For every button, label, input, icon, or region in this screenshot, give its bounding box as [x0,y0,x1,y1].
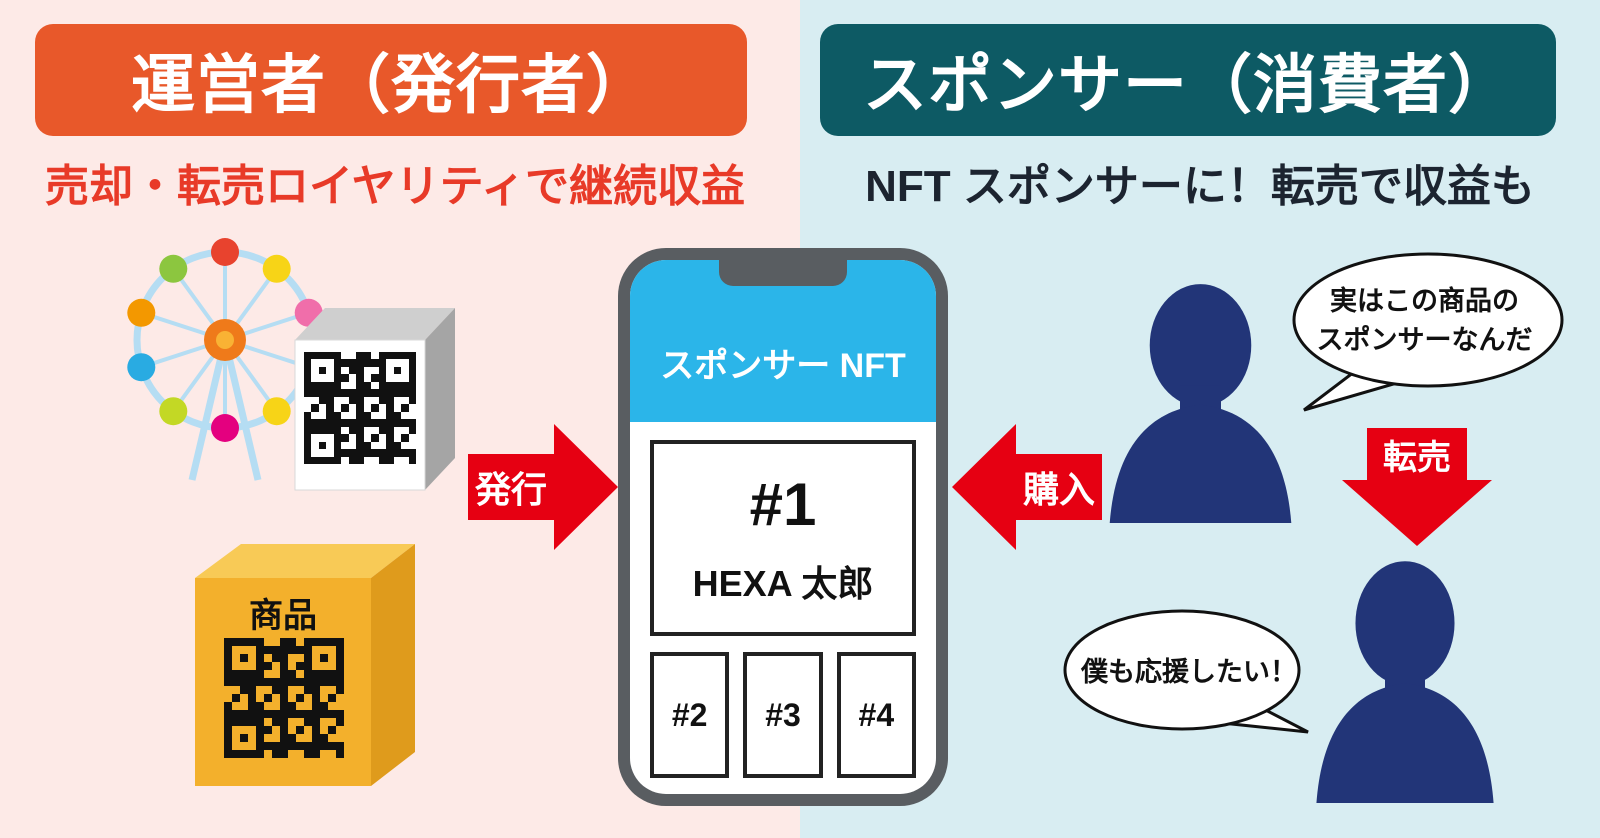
phone-screen: スポンサー NFT #1 HEXA 太郎 #2 #3 #4 [630,260,936,794]
speech-bubble-support [1060,606,1318,748]
speech-bubble-sponsor-text: 実はこの商品の スポンサーなんだ [1316,286,1533,356]
nft-card-small: #3 [743,652,823,778]
speech-bubble-support-text: 僕も応援したい！ [1081,657,1297,687]
nft-card-small: #4 [836,652,916,778]
issue-arrow: 発行 [468,424,618,550]
phone-app-header: スポンサー NFT [630,260,936,422]
smartphone: スポンサー NFT #1 HEXA 太郎 #2 #3 #4 [618,248,948,806]
phone-app-title: スポンサー NFT [660,346,906,385]
issue-arrow-label: 発行 [474,469,547,510]
resell-arrow-label: 転売 [1383,438,1451,477]
buy-arrow-label: 購入 [1022,469,1095,510]
resell-arrow: 転売 [1342,428,1492,546]
nft-card-main: #1 HEXA 太郎 [650,440,916,636]
qr-code [304,352,416,464]
person-silhouette-icon [1305,555,1505,803]
nft-token-id: #1 [749,470,817,538]
nft-card-row: #2 #3 #4 [650,652,916,778]
phone-notch [719,260,847,286]
person-silhouette-icon [1098,278,1303,523]
buy-arrow: 購入 [952,424,1102,550]
sponsor-title: スポンサー（消費者） [863,49,1513,121]
issuer-title: 運営者（発行者） [131,49,651,121]
speech-bubble-sponsor [1282,248,1567,416]
nft-token-owner: HEXA 太郎 [692,562,874,604]
qr-code [224,638,344,758]
issuer-subtitle: 売却・転売ロイヤリティで継続収益 [44,162,746,211]
sponsor-header-banner: スポンサー（消費者） [820,24,1556,136]
sponsor-subtitle: NFT スポンサーに！転売で収益も [865,162,1535,211]
nft-card-small: #2 [650,652,730,778]
issuer-header-banner: 運営者（発行者） [35,24,747,136]
product-label: 商品 [249,597,317,635]
